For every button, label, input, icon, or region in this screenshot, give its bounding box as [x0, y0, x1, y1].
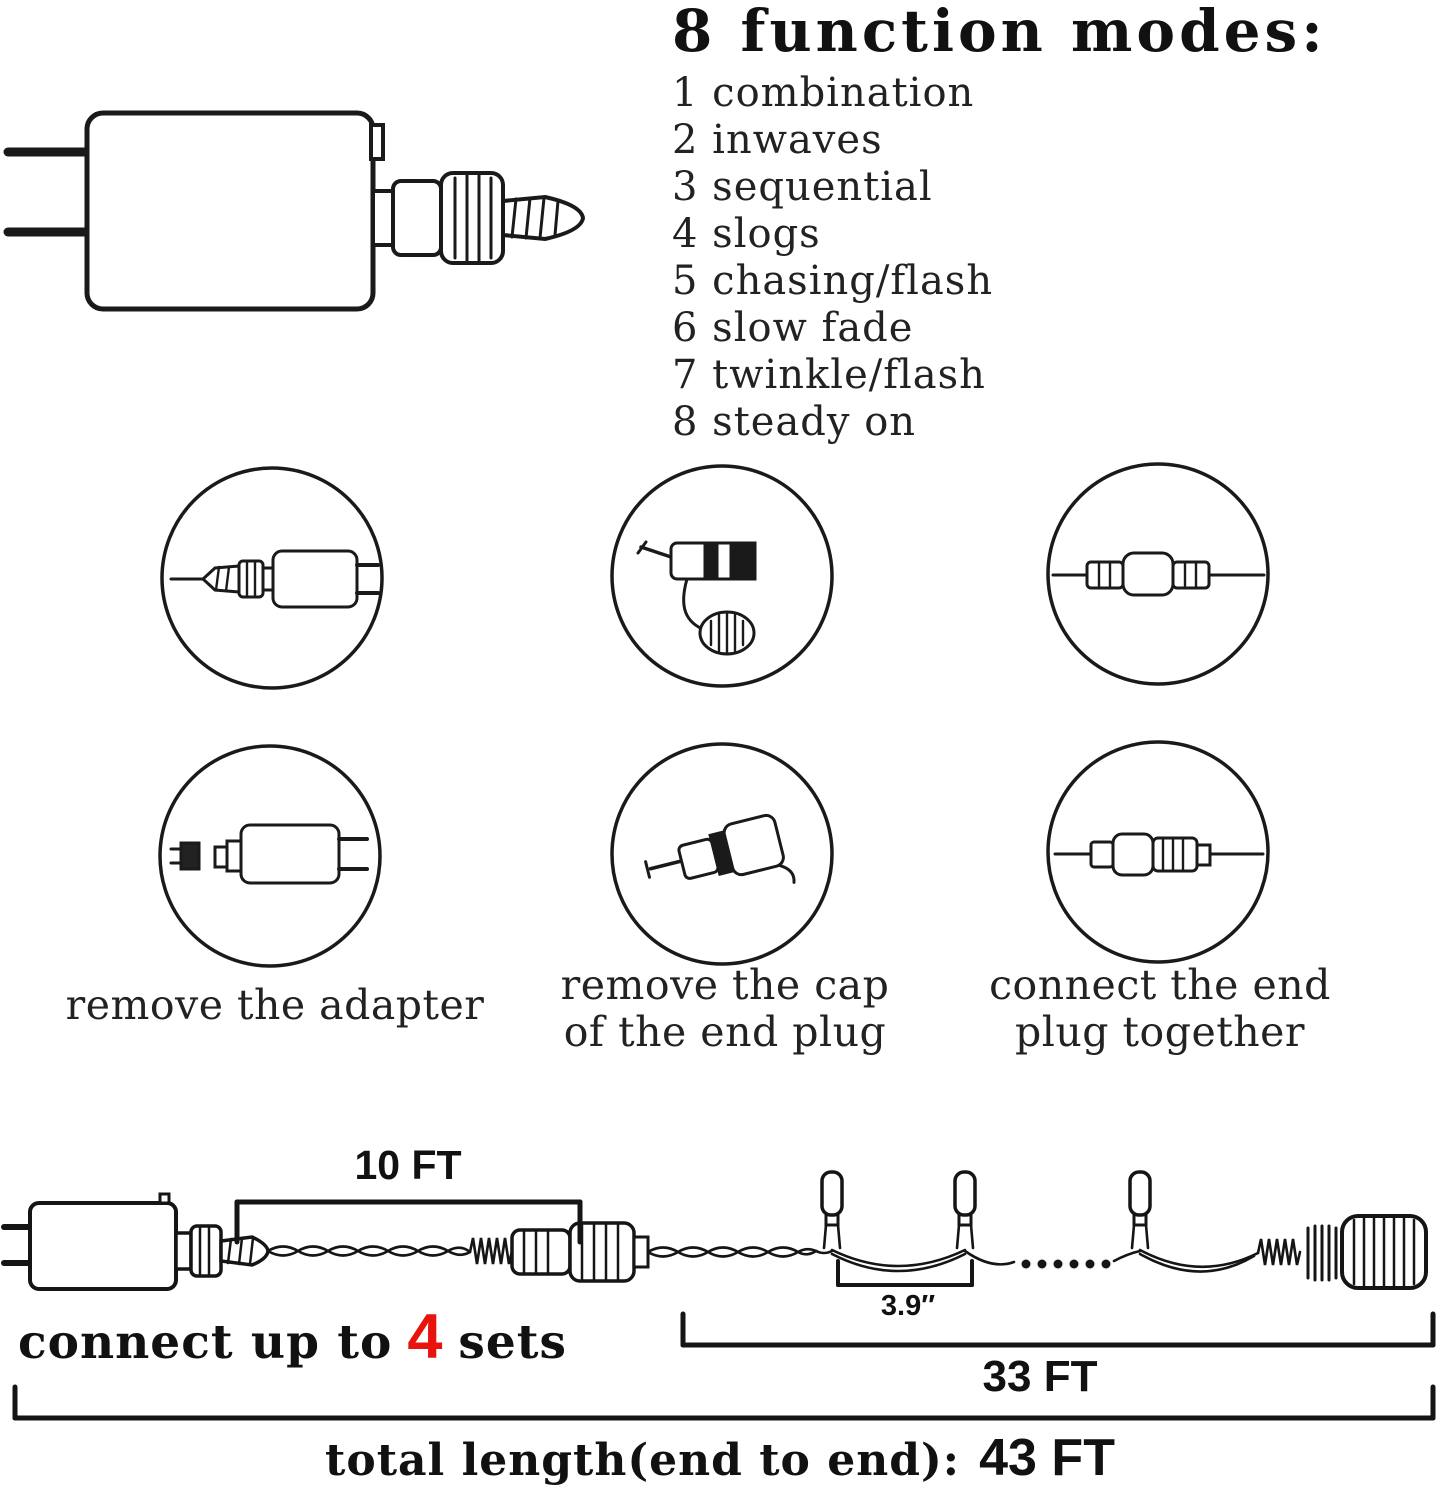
end-plugs-joined-illustration — [1046, 462, 1270, 686]
string-lights-diagram-illustration — [1, 1170, 1436, 1421]
connect-sets-label: connect up to 4 sets — [18, 1302, 567, 1372]
mode-item-2: 2 inwaves — [672, 117, 883, 163]
total-length-text: total length(end to end): — [325, 1435, 961, 1486]
mode-item-5: 5 chasing/flash — [672, 258, 994, 304]
caption-remove-adapter: remove the adapter — [30, 982, 520, 1029]
mode-item-8: 8 steady on — [672, 399, 917, 445]
caption-text: remove the adapter — [65, 981, 485, 1029]
function-modes-panel: 8 function modes: 1 combination 2 inwave… — [672, 0, 1392, 446]
total-length-value: 43 FT — [979, 1429, 1115, 1487]
caption-connect-plugs: connect the end plug together — [945, 962, 1375, 1056]
end-plug-with-cap-illustration — [610, 464, 834, 688]
adapter-removed-illustration — [158, 744, 382, 968]
mode-item-1: 1 combination — [672, 70, 975, 116]
modes-title: 8 function modes: — [672, 0, 1327, 65]
label-bulb-spacing: 3.9″ — [880, 1290, 936, 1322]
adapter-attached-illustration — [160, 466, 384, 690]
caption-text: plug together — [1015, 1008, 1305, 1056]
caption-text: connect the end — [989, 961, 1331, 1009]
mode-item-3: 3 sequential — [672, 164, 933, 210]
connect-count: 4 — [407, 1302, 444, 1372]
total-length-label: total length(end to end): 43 FT — [0, 1428, 1440, 1488]
mode-item-7: 7 twinkle/flash — [672, 352, 986, 398]
caption-text: remove the cap — [560, 961, 890, 1009]
caption-text: of the end plug — [563, 1008, 887, 1056]
end-plug-cap-removed-illustration — [610, 742, 834, 966]
mode-item-6: 6 slow fade — [672, 305, 914, 351]
connect-suffix: sets — [458, 1315, 567, 1370]
power-adapter-illustration — [3, 110, 586, 312]
label-33ft: 33 FT — [982, 1352, 1098, 1401]
connect-prefix: connect up to — [18, 1315, 393, 1370]
end-plugs-connected-illustration — [1046, 740, 1270, 964]
mode-item-4: 4 slogs — [672, 211, 821, 257]
label-10ft: 10 FT — [354, 1142, 462, 1188]
caption-remove-cap: remove the cap of the end plug — [525, 962, 925, 1056]
